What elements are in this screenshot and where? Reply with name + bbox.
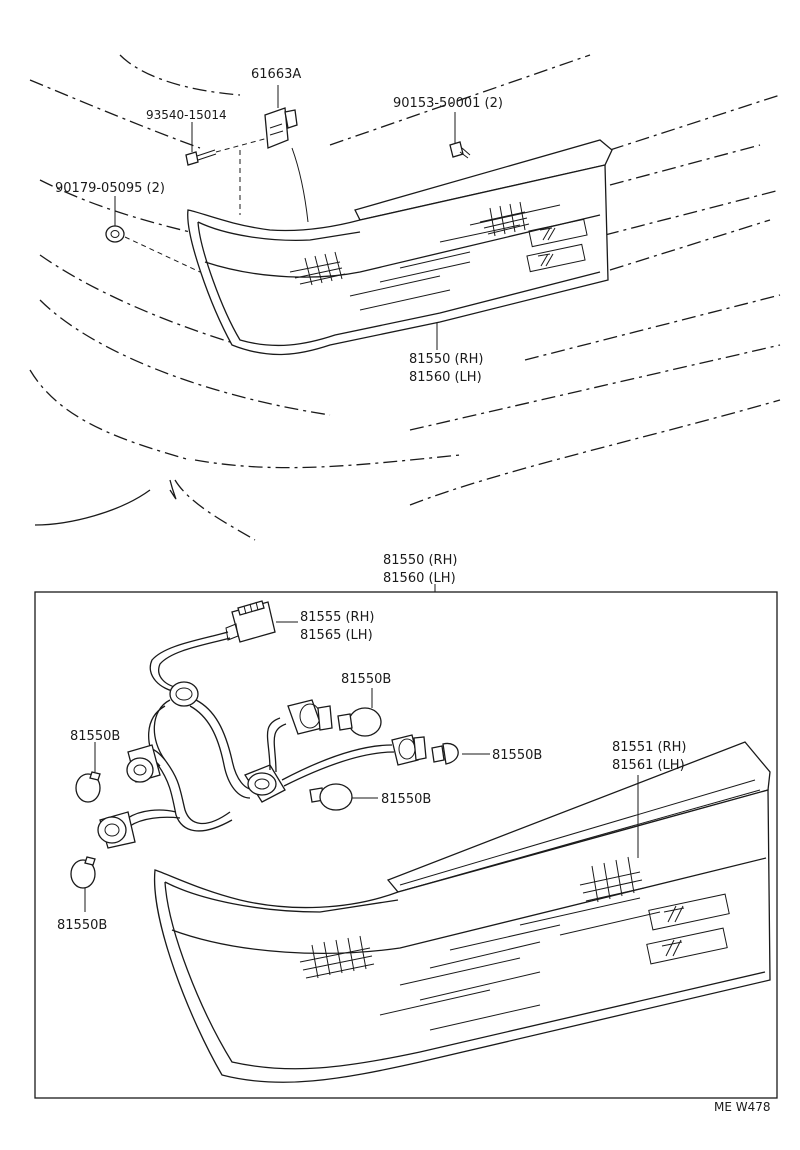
label-bulb-right: 81550B: [492, 748, 542, 763]
diagram-code: ME W478: [714, 1100, 771, 1114]
label-bulb-lower-middle: 81550B: [381, 792, 431, 807]
detail-box: [34, 591, 778, 1099]
nut-90179-05095: [105, 196, 201, 273]
label-bulb-lower-left: 81550B: [57, 918, 107, 933]
label-lens-rh: 81551 (RH): [612, 740, 686, 755]
screw-93540-15014: [185, 122, 269, 166]
label-socket-rh: 81555 (RH): [300, 610, 374, 625]
label-screw-top: 93540-15014: [146, 108, 227, 122]
clip-61663a: [239, 85, 309, 223]
screw-90153-50001: [449, 112, 471, 159]
label-screw-right: 90153-50001 (2): [393, 96, 503, 111]
socket-wiring-harness: [97, 600, 427, 849]
bulb-lower-left: [70, 856, 96, 912]
label-lens-lh: 81561 (LH): [612, 758, 685, 773]
bulb-right: [431, 742, 490, 765]
label-socket-lh: 81565 (LH): [300, 628, 373, 643]
label-bulb-upper-middle: 81550B: [341, 672, 391, 687]
label-lamp-top-rh: 81550 (RH): [409, 352, 483, 367]
lens-housing: [153, 741, 771, 1083]
label-box-lh: 81560 (LH): [383, 571, 456, 586]
label-nut: 90179-05095 (2): [55, 181, 165, 196]
label-bulb-upper-left: 81550B: [70, 729, 120, 744]
vehicle-body-outline: [29, 54, 781, 541]
label-box-rh: 81550 (RH): [383, 553, 457, 568]
label-clip: 61663A: [251, 67, 301, 82]
bulb-upper-left: [75, 742, 101, 803]
bulb-upper-middle: [337, 688, 382, 737]
bulb-lower-middle: [309, 783, 378, 811]
tail-lamp-assembly-top: [187, 139, 613, 356]
label-lamp-top-lh: 81560 (LH): [409, 370, 482, 385]
